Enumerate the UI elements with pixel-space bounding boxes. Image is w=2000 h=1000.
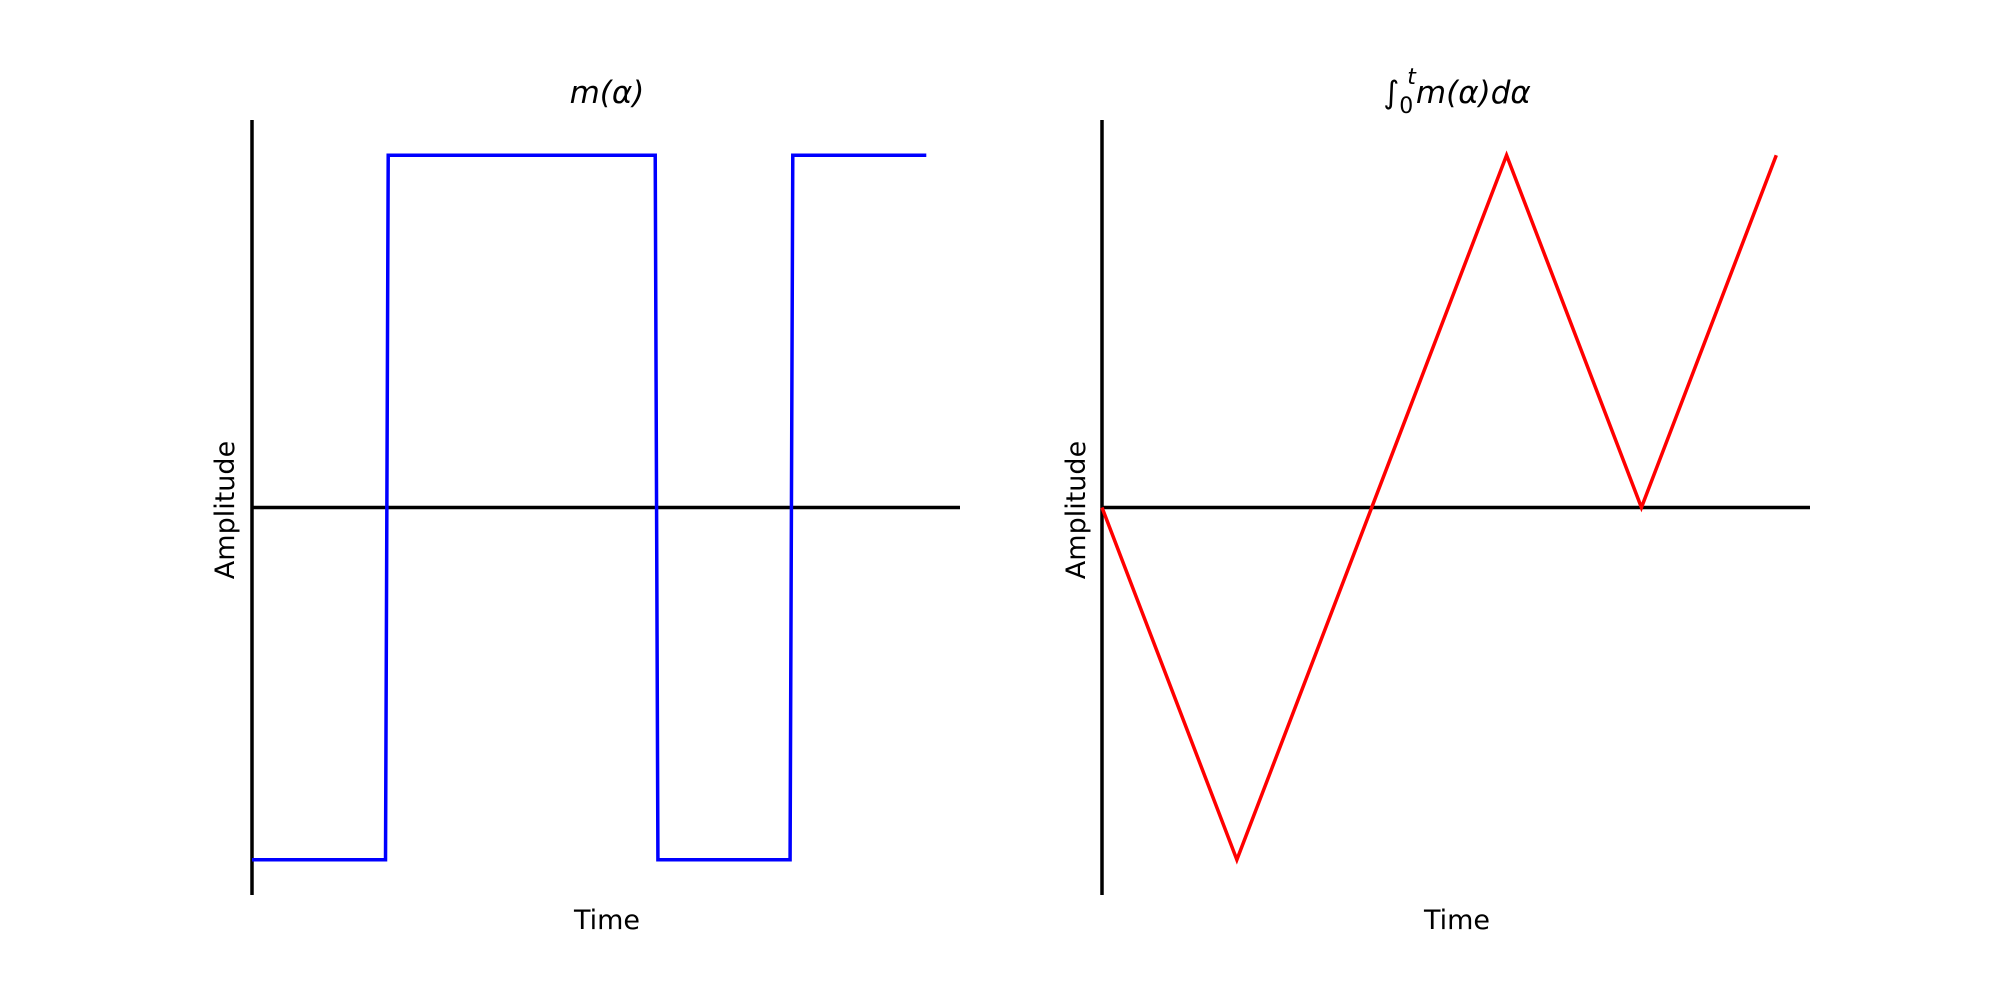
integral-sign: ∫ (1383, 75, 1399, 111)
x-axis-label: Time (1423, 905, 1490, 936)
y-axis-label: Amplitude (210, 441, 241, 579)
panel-title: m(α) (570, 75, 645, 111)
integral-body: m(α)dα (1416, 75, 1531, 111)
y-axis-label: Amplitude (1061, 441, 1092, 579)
plot-area (1100, 120, 1810, 895)
series-line-0 (252, 153, 927, 862)
plot-area (250, 120, 960, 895)
integral-lower-limit: 0 (1399, 94, 1413, 119)
panel-signal: m(α) Time Amplitude (210, 75, 960, 936)
panel-title: ∫0 tm(α)dα (1383, 65, 1531, 119)
integral-upper-limit: t (1407, 65, 1417, 90)
x-axis-label: Time (573, 905, 640, 936)
panel-integral: ∫0 tm(α)dα Time Amplitude (1061, 65, 1810, 936)
series-line-0 (1100, 150, 1778, 865)
